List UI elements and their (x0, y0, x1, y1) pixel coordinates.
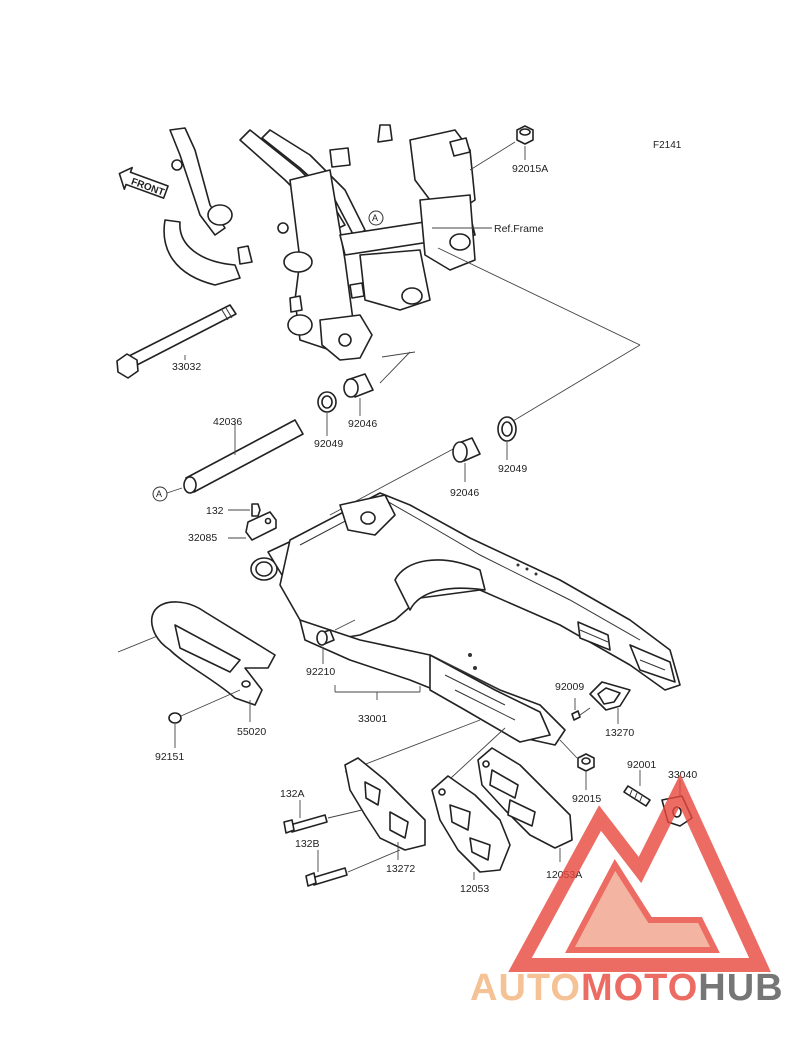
figure-id: F2141 (653, 140, 682, 151)
part-92001-bolt: 92001 (623, 759, 656, 807)
label-92009: 92009 (555, 681, 584, 693)
label-92001: 92001 (627, 759, 656, 771)
part-92151-bolt: 92151 (155, 689, 241, 763)
logo-wordmark: AUTOMOTOHUB (470, 967, 784, 1009)
label-92210: 92210 (306, 666, 335, 678)
front-direction-arrow: FRONT (118, 166, 169, 199)
part-92015A-nut: 92015A (469, 125, 548, 175)
label-33032: 33032 (172, 361, 201, 373)
label-12053: 12053 (460, 883, 489, 895)
label-132A: 132A (280, 788, 305, 800)
label-132: 132 (206, 505, 224, 517)
ref-frame-label: Ref.Frame (494, 223, 544, 235)
part-13270-plate: 13270 (589, 681, 634, 739)
label-92015A: 92015A (512, 163, 548, 175)
frame-assembly (163, 124, 476, 361)
label-92015: 92015 (572, 793, 601, 805)
automotohub-watermark-logo: AUTOMOTOHUB (470, 773, 784, 1009)
part-33032-pivot-bolt: 33032 (116, 304, 237, 379)
part-132B-bolt: 132B (295, 838, 401, 887)
part-32085-guide: 32085 (188, 511, 277, 544)
logo-triangle-outer (508, 773, 771, 972)
label-92049-right: 92049 (498, 463, 527, 475)
label-13270: 13270 (605, 727, 634, 739)
part-12053A-guide-insert: 12053A (477, 747, 582, 881)
part-92046-bushing-right: 92046 (450, 437, 481, 499)
label-92046-left: 92046 (348, 418, 377, 430)
part-55020-chain-case: 55020 (151, 601, 276, 738)
label-32085: 32085 (188, 532, 217, 544)
label-92049-left: 92049 (314, 438, 343, 450)
part-92049-seal-right: 92049 (497, 416, 527, 475)
part-33001-swingarm: 33001 (250, 492, 681, 746)
part-13272-guard-plate: 13272 (344, 757, 426, 875)
label-92046-right: 92046 (450, 487, 479, 499)
part-132-bolt: 132 (206, 503, 261, 517)
part-132A-bolt: 132A (280, 788, 363, 834)
part-92210-collar: 92210 (306, 619, 356, 678)
label-55020: 55020 (237, 726, 266, 738)
label-33001: 33001 (358, 713, 387, 725)
logo-triangle-inner (565, 859, 720, 953)
marker-a-sleeve: A (152, 486, 183, 502)
label-42036: 42036 (213, 416, 242, 428)
label-13272: 13272 (386, 863, 415, 875)
marker-a-frame: A (368, 210, 384, 226)
part-42036-sleeve: 42036 (183, 416, 304, 494)
label-132B: 132B (295, 838, 320, 850)
label-33040: 33040 (668, 769, 697, 781)
part-92009-screw: 92009 (555, 681, 591, 721)
svg-text:A: A (372, 213, 378, 223)
part-92046-bushing-left: 92046 (343, 373, 377, 430)
label-92151: 92151 (155, 751, 184, 763)
svg-text:A: A (156, 489, 162, 499)
part-12053-chain-guide: 12053 (431, 775, 511, 895)
part-92015-nut: 92015 (559, 739, 601, 805)
part-92049-seal-left: 92049 (314, 391, 343, 450)
